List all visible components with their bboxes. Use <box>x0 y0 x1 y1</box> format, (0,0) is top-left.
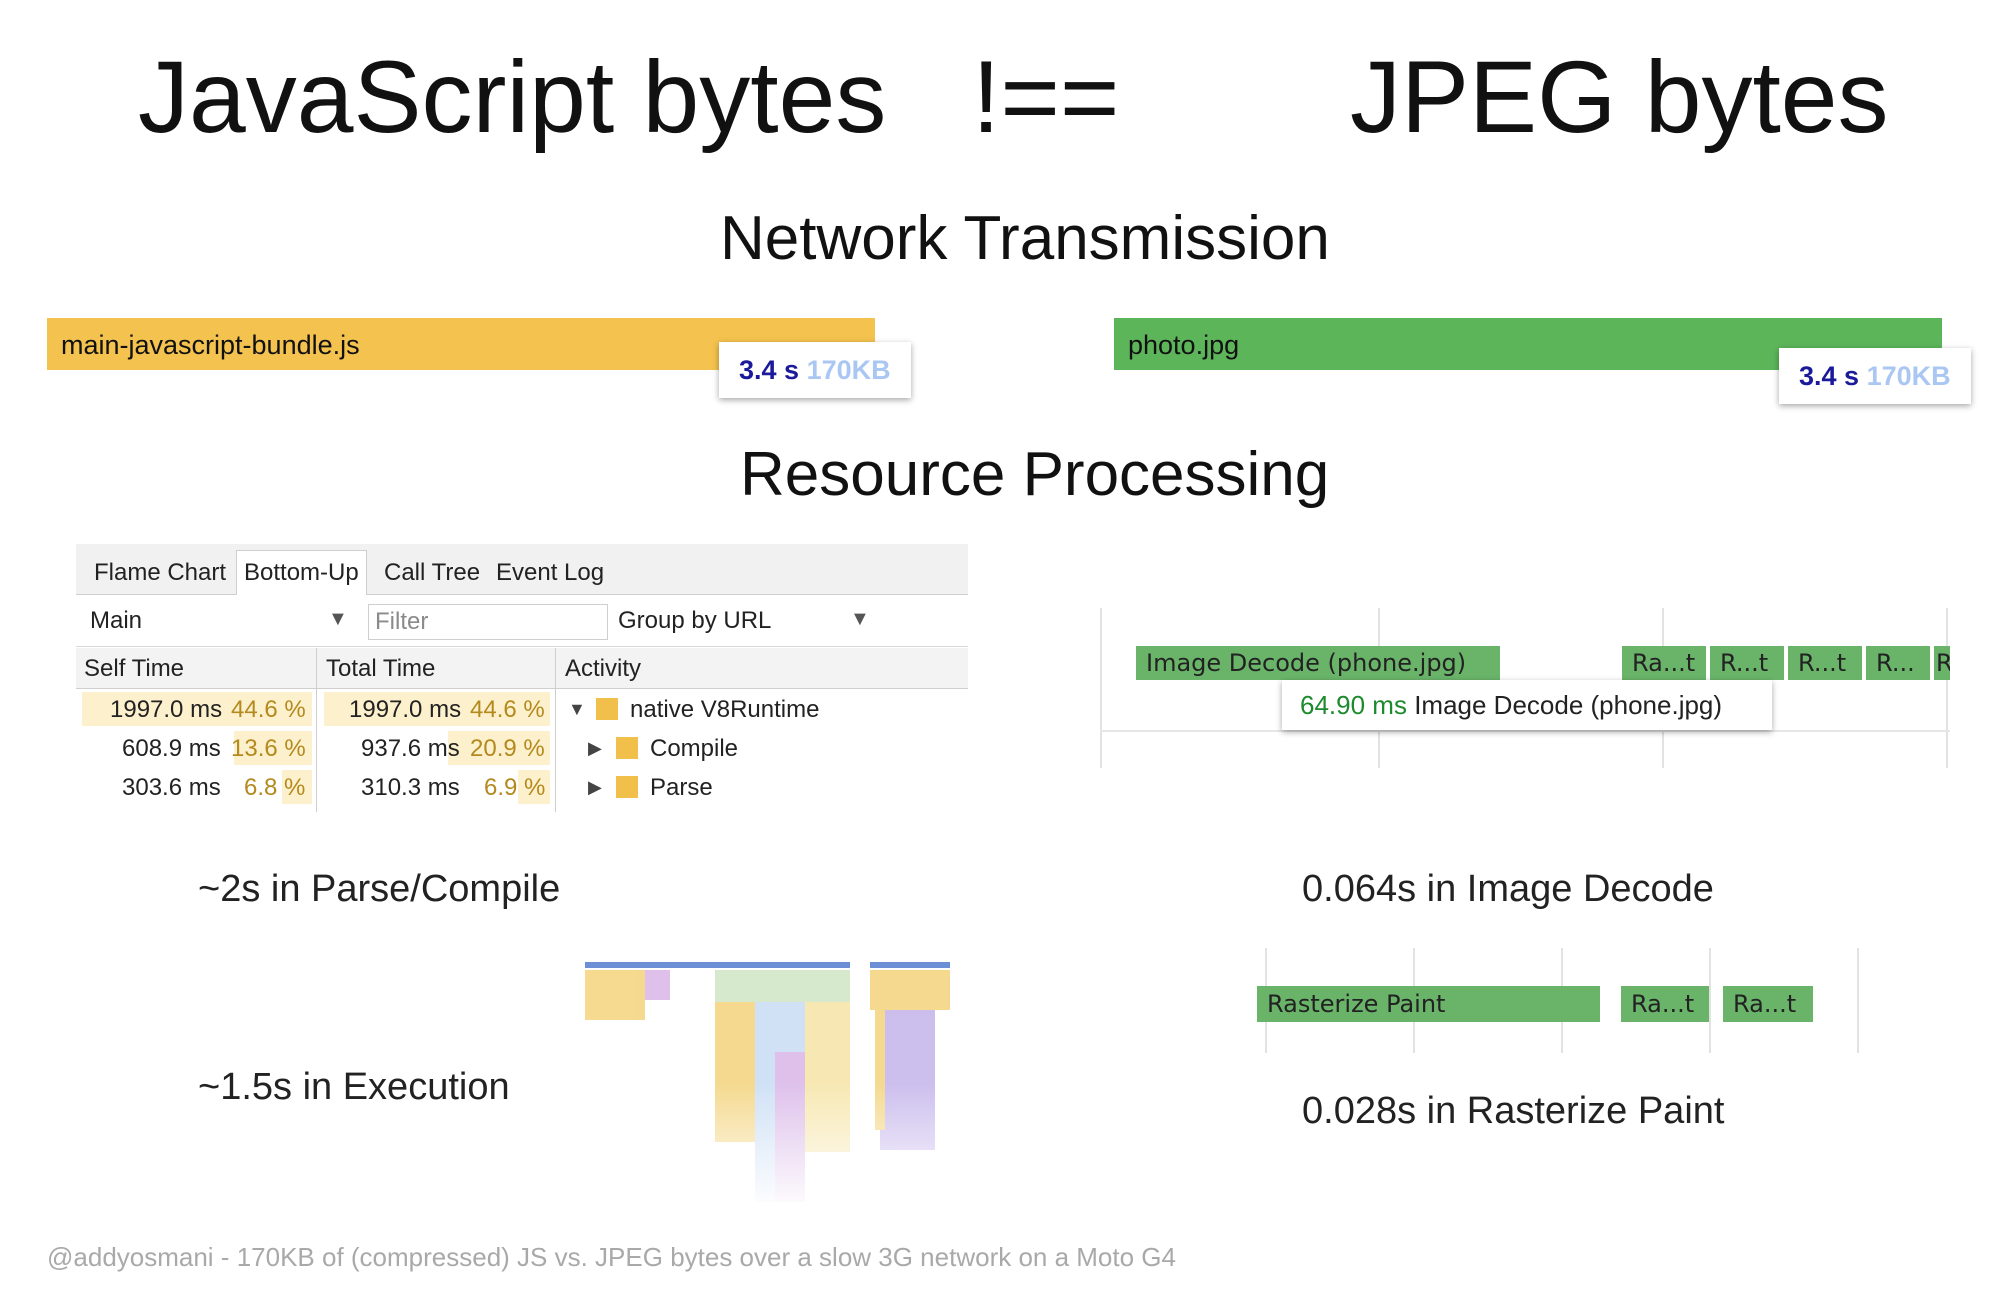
self-time-highlight <box>282 770 312 804</box>
table-row[interactable]: 608.9 ms 13.6 % 937.6 ms 20.9 % ▶ Compil… <box>76 729 968 767</box>
column-total-time[interactable]: Total Time <box>326 655 436 682</box>
tab-bottom-up[interactable]: Bottom-Up <box>236 550 367 595</box>
note-image-decode: 0.064s in Image Decode <box>1302 868 1714 910</box>
self-time-highlight <box>234 731 312 765</box>
image-decode-timeline: Image Decode (phone.jpg) Ra...t R...t R.… <box>1100 608 1950 768</box>
tooltip-duration: 64.90 ms <box>1300 690 1407 720</box>
activity-name: Parse <box>650 774 713 801</box>
devtools-toolbar: Main ▼ Filter Group by URL ▼ <box>76 596 968 647</box>
self-time-value: 608.9 ms <box>122 735 221 762</box>
column-activity[interactable]: Activity <box>565 655 642 682</box>
rasterize-timeline: Rasterize Paint Ra...t Ra...t <box>1257 948 1865 1053</box>
rasterize-bar-small[interactable]: R...t <box>1710 646 1784 680</box>
grid-line <box>1100 608 1102 768</box>
tab-event-log[interactable]: Event Log <box>496 559 605 586</box>
expand-right-icon[interactable]: ▶ <box>588 738 602 758</box>
devtools-bottom-up-panel: Flame Chart Bottom-Up Call Tree Event Lo… <box>76 544 968 814</box>
category-color-icon <box>596 698 618 720</box>
rasterize-paint-bar-small[interactable]: Ra...t <box>1621 986 1709 1022</box>
self-time-percent: 44.6 % <box>231 696 306 723</box>
jpg-bar-label: photo.jpg <box>1128 330 1240 360</box>
js-network-tooltip: 3.4 s 170KB <box>719 342 911 398</box>
column-divider <box>555 648 556 812</box>
group-dropdown-icon[interactable]: ▼ <box>850 608 870 630</box>
total-time-highlight <box>518 770 550 804</box>
thread-select[interactable]: Main <box>90 607 143 634</box>
self-time-percent: 6.8 % <box>244 774 306 801</box>
execution-flame-chart-thumbnail <box>585 962 965 1212</box>
section-network-transmission: Network Transmission <box>720 204 1330 273</box>
self-time-percent: 13.6 % <box>231 735 306 762</box>
total-time-highlight <box>448 731 550 765</box>
note-parse-compile: ~2s in Parse/Compile <box>198 868 561 910</box>
tab-call-tree[interactable]: Call Tree <box>384 559 481 586</box>
expand-right-icon[interactable]: ▶ <box>588 777 602 797</box>
total-time-percent: 6.9 % <box>484 774 546 801</box>
rasterize-paint-bar-small[interactable]: Ra...t <box>1723 986 1813 1022</box>
jpg-network-tooltip: 3.4 s 170KB <box>1779 348 1971 404</box>
grid-line <box>1857 948 1859 1053</box>
note-execution: ~1.5s in Execution <box>198 1066 510 1108</box>
activity-name: native V8Runtime <box>630 696 820 723</box>
title-javascript-bytes: JavaScript bytes <box>138 40 887 154</box>
grid-line <box>1709 948 1711 1053</box>
title-jpeg-bytes: JPEG bytes <box>1350 40 1889 154</box>
jpg-time: 3.4 s <box>1799 361 1860 391</box>
title-operator: !== <box>972 40 1120 154</box>
category-color-icon <box>616 776 638 798</box>
track-divider <box>1100 730 1950 732</box>
grid-line <box>1946 608 1948 768</box>
devtools-tabs: Flame Chart Bottom-Up Call Tree Event Lo… <box>76 544 968 595</box>
group-by-select[interactable]: Group by URL <box>618 607 772 634</box>
column-divider <box>316 648 317 812</box>
js-bar-label: main-javascript-bundle.js <box>61 330 360 360</box>
total-time-highlight <box>324 692 550 726</box>
total-time-value: 310.3 ms <box>361 774 460 801</box>
total-time-value: 1997.0 ms <box>349 696 462 723</box>
table-row[interactable]: 1997.0 ms 44.6 % 1997.0 ms 44.6 % ▼ nati… <box>76 690 968 728</box>
flame-chart-graphic <box>585 962 965 1212</box>
tooltip-label: Image Decode (phone.jpg) <box>1414 690 1723 720</box>
footer-credit: @addyosmani - 170KB of (compressed) JS v… <box>47 1242 1176 1272</box>
js-size: 170KB <box>806 355 891 385</box>
rasterize-bar-small[interactable]: Ra...t <box>1622 646 1706 680</box>
rasterize-bar-small[interactable]: R... <box>1866 646 1930 680</box>
self-time-value: 1997.0 ms <box>110 696 223 723</box>
thread-dropdown-icon[interactable]: ▼ <box>328 608 348 630</box>
filter-input[interactable]: Filter <box>368 604 608 640</box>
js-time: 3.4 s <box>739 355 800 385</box>
self-time-value: 303.6 ms <box>122 774 221 801</box>
note-rasterize: 0.028s in Rasterize Paint <box>1302 1090 1725 1132</box>
rasterize-bar-small[interactable]: R <box>1934 646 1950 680</box>
total-time-percent: 44.6 % <box>470 696 545 723</box>
category-color-icon <box>616 737 638 759</box>
jpg-size: 170KB <box>1866 361 1951 391</box>
activity-name: Compile <box>650 735 739 762</box>
table-row[interactable]: 303.6 ms 6.8 % 310.3 ms 6.9 % ▶ Parse <box>76 768 968 806</box>
tab-flame-chart[interactable]: Flame Chart <box>94 559 227 586</box>
image-decode-bar[interactable]: Image Decode (phone.jpg) <box>1136 646 1500 680</box>
total-time-value: 937.6 ms <box>361 735 460 762</box>
column-self-time[interactable]: Self Time <box>84 655 185 682</box>
rasterize-paint-bar[interactable]: Rasterize Paint <box>1257 986 1600 1022</box>
expand-down-icon[interactable]: ▼ <box>568 699 586 719</box>
total-time-percent: 20.9 % <box>470 735 545 762</box>
table-header: Self Time Total Time Activity <box>76 648 968 689</box>
section-resource-processing: Resource Processing <box>740 440 1330 509</box>
image-decode-tooltip: 64.90 ms Image Decode (phone.jpg) <box>1282 680 1772 730</box>
self-time-highlight <box>82 692 312 726</box>
rasterize-bar-small[interactable]: R...t <box>1788 646 1862 680</box>
